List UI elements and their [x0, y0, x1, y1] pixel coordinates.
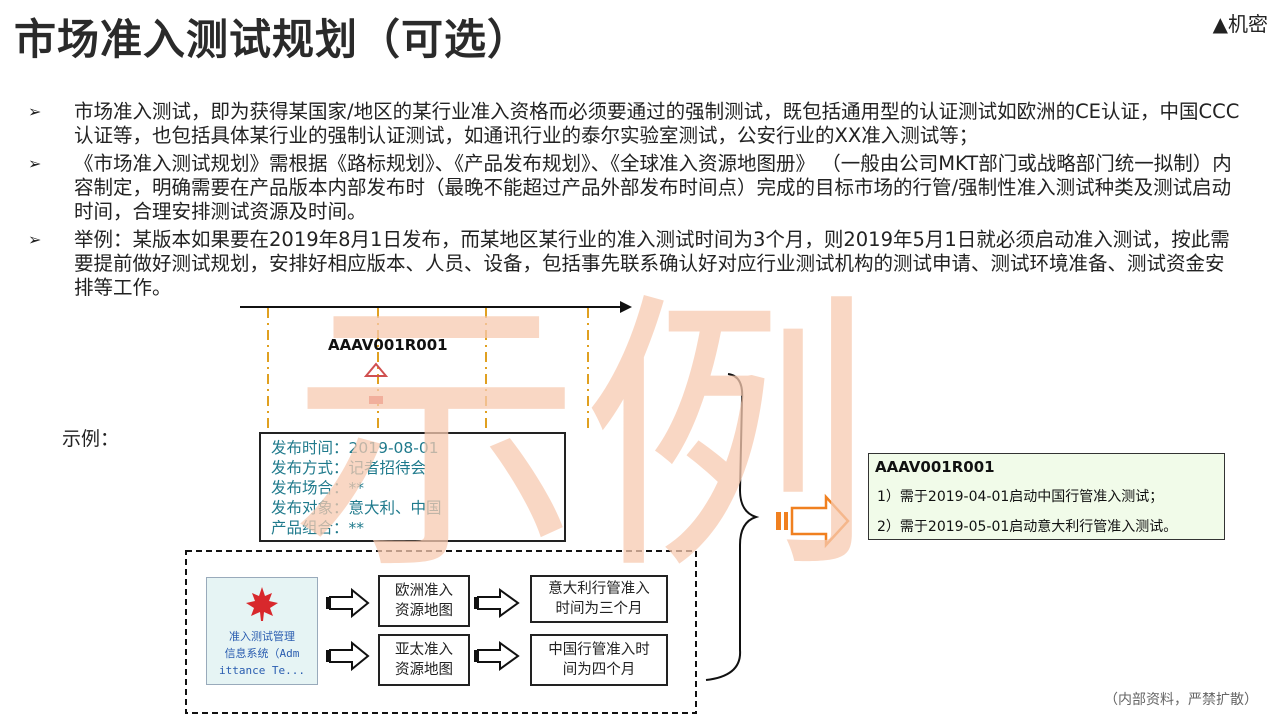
bullet-marker-icon: ➢	[28, 154, 42, 173]
release-line: 产品组合：**	[271, 519, 365, 537]
bullet-marker-icon: ➢	[28, 230, 42, 249]
release-marker-block-icon	[369, 396, 383, 404]
timeline-version-label: AAAV001R001	[328, 336, 448, 354]
flow-arrow-tails	[326, 597, 478, 662]
brace-connector	[705, 373, 760, 681]
bullet-text: 市场准入测试，即为获得某国家/地区的某行业准入资格而必须要通过的强制测试，既包括…	[74, 100, 1240, 147]
example-label: 示例：	[62, 428, 120, 450]
europe-map-line: 资源地图	[395, 603, 453, 619]
apac-map-line: 资源地图	[395, 662, 453, 678]
timeline-guides	[267, 308, 589, 432]
timeline-arrowhead-icon	[620, 301, 632, 313]
system-name: ittance Te...	[218, 664, 306, 677]
page-title: 市场准入测试规划（可选）	[14, 15, 531, 64]
bullet-item: ➢ 市场准入测试，即为获得某国家/地区的某行业准入资格而必须要通过的强制测试，既…	[28, 100, 1243, 148]
release-line: 发布对象：意大利、中国	[271, 499, 442, 517]
apac-map-line: 亚太准入	[395, 642, 453, 658]
result-box: AAAV001R001 1）需于2019-04-01启动中国行管准入测试； 2）…	[868, 453, 1225, 540]
system-container	[185, 550, 697, 714]
release-info-box: 发布时间：2019-08-01 发布方式：记者招待会 发布场合：** 发布对象：…	[259, 432, 566, 542]
italy-time-line: 意大利行管准入	[548, 581, 650, 597]
release-line: 发布时间：2019-08-01	[271, 439, 439, 457]
release-line: 发布方式：记者招待会	[271, 459, 427, 477]
china-time-line: 间为四个月	[562, 662, 636, 678]
footer-note: （内部资料，严禁扩散）	[1104, 692, 1258, 708]
europe-map-line: 欧洲准入	[395, 583, 453, 599]
system-name: 准入测试管理	[229, 630, 295, 643]
result-item: 1）需于2019-04-01启动中国行管准入测试；	[877, 489, 1164, 505]
result-item: 2）需于2019-05-01启动意大利行管准入测试。	[877, 519, 1178, 535]
bullet-marker-icon: ➢	[28, 102, 42, 121]
bullet-item: ➢ 举例：某版本如果要在2019年8月1日发布，而某地区某行业的准入测试时间为3…	[28, 228, 1243, 300]
europe-map-box: 欧洲准入 资源地图	[378, 575, 470, 627]
flow-arrows	[329, 587, 520, 672]
china-time-line: 中国行管准入时	[548, 642, 650, 658]
italy-time-line: 时间为三个月	[555, 601, 643, 617]
result-title: AAAV001R001	[875, 458, 995, 476]
release-marker-icon	[363, 362, 389, 377]
bullet-text: 《市场准入测试规划》需根据《路标规划》、《产品发布规划》、《全球准入资源地图册》…	[74, 152, 1232, 223]
bullet-list: ➢ 市场准入测试，即为获得某国家/地区的某行业准入资格而必须要通过的强制测试，既…	[28, 100, 1243, 304]
confidential-label: ▲机密	[1212, 12, 1268, 36]
china-time-box: 中国行管准入时 间为四个月	[530, 634, 668, 686]
italy-time-box: 意大利行管准入 时间为三个月	[530, 575, 668, 623]
release-line: 发布场合：**	[271, 479, 365, 497]
bullet-item: ➢ 《市场准入测试规划》需根据《路标规划》、《产品发布规划》、《全球准入资源地图…	[28, 152, 1243, 224]
apac-map-box: 亚太准入 资源地图	[378, 634, 470, 686]
system-name: 信息系统（Adm	[224, 647, 300, 660]
bullet-text: 举例：某版本如果要在2019年8月1日发布，而某地区某行业的准入测试时间为3个月…	[74, 228, 1230, 299]
maple-leaf-icon	[246, 587, 278, 621]
result-arrow-icon	[776, 493, 850, 549]
admittance-system-tile[interactable]: 准入测试管理 信息系统（Adm ittance Te...	[206, 577, 318, 685]
